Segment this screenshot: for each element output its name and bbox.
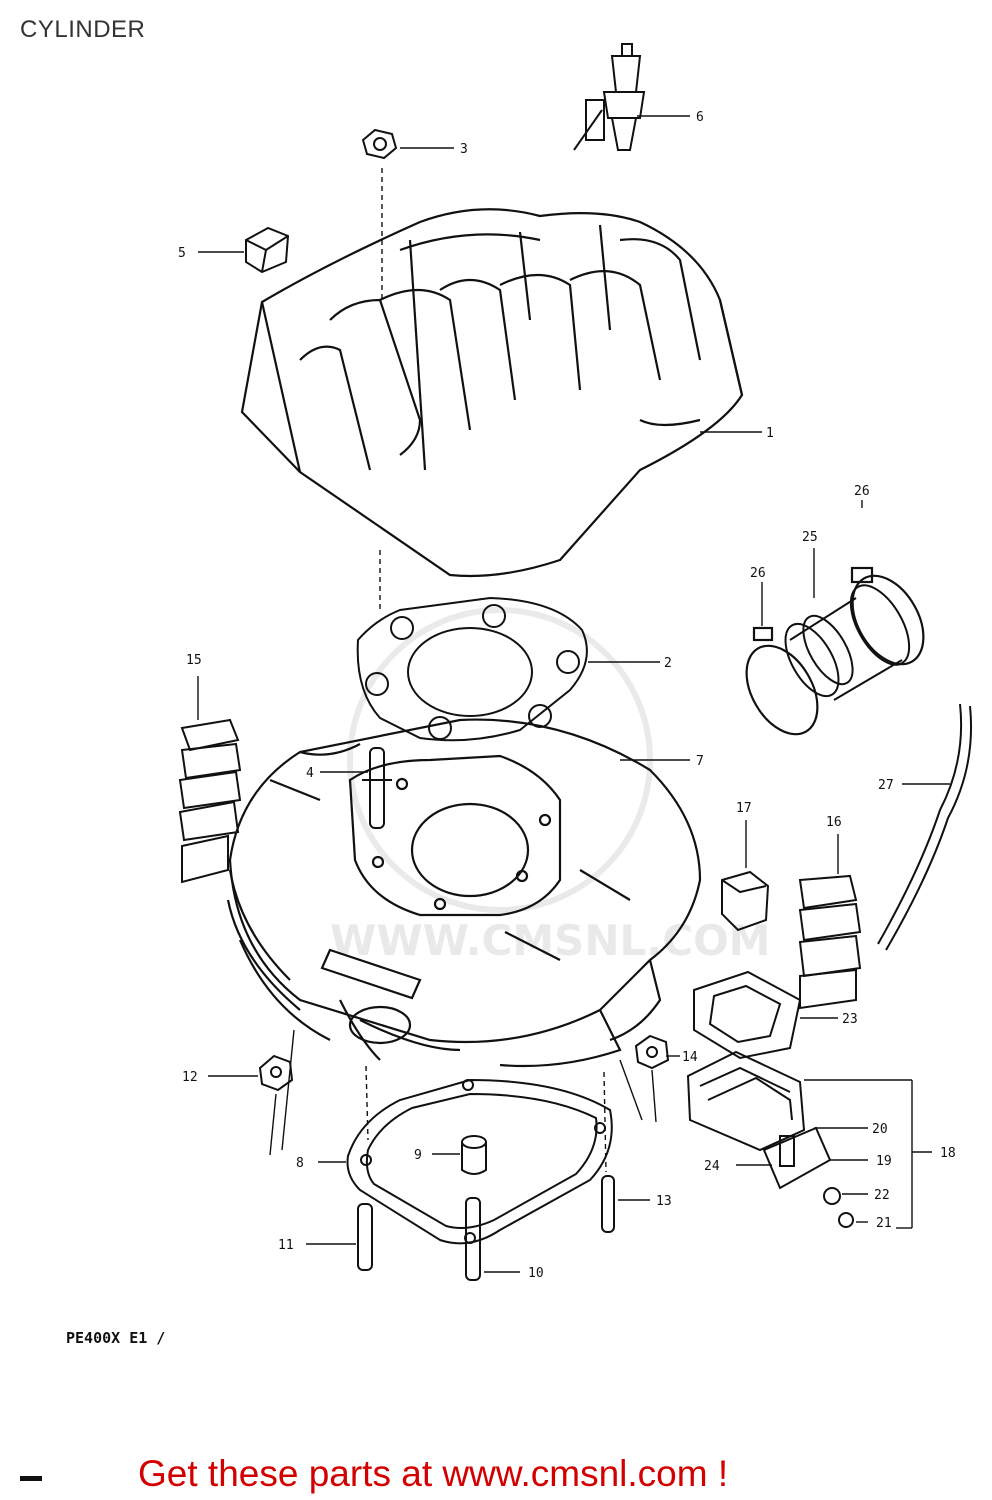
nut-14 <box>634 1034 670 1070</box>
hose-clamp-left <box>745 626 819 736</box>
callout-10: 10 <box>528 1266 544 1281</box>
callout-1: 1 <box>766 426 774 441</box>
callout-24: 24 <box>704 1159 720 1174</box>
callout-25: 25 <box>802 530 818 545</box>
callout-26-top: 26 <box>854 484 870 499</box>
breather-hose <box>877 703 973 951</box>
reed-valve-gasket <box>693 970 802 1060</box>
callout-21: 21 <box>876 1216 892 1231</box>
damper-rubber-16 <box>798 874 862 1010</box>
callout-13: 13 <box>656 1194 672 1209</box>
cylinder-head <box>240 208 744 578</box>
cta-link[interactable]: Get these parts at www.cmsnl.com ! <box>138 1453 729 1494</box>
cylinder-block <box>226 718 702 1068</box>
nut-12 <box>258 1054 294 1092</box>
watermark-text: WWW.CMSNL.COM <box>330 916 771 965</box>
hose-clamp-right <box>850 566 925 666</box>
callout-4: 4 <box>306 766 314 781</box>
callout-8: 8 <box>296 1156 304 1171</box>
callout-23: 23 <box>842 1012 858 1027</box>
callout-3: 3 <box>460 142 468 157</box>
callout-9: 9 <box>414 1148 422 1163</box>
cap-nut <box>245 226 290 274</box>
callout-6: 6 <box>696 110 704 125</box>
callout-26-left: 26 <box>750 566 766 581</box>
intake-pipe <box>784 584 911 701</box>
callout-2: 2 <box>664 656 672 671</box>
page-title: CYLINDER <box>20 16 146 43</box>
spark-plug <box>573 43 646 151</box>
damper-rubber-17 <box>721 870 770 932</box>
watermark: WWW.CMSNL.COM <box>330 607 771 965</box>
callout-17: 17 <box>736 801 752 816</box>
stud-10 <box>465 1197 481 1281</box>
callout-19: 19 <box>876 1154 892 1169</box>
head-gasket <box>356 596 588 742</box>
callout-12: 12 <box>182 1070 198 1085</box>
callout-16: 16 <box>826 815 842 830</box>
washer-nut-small <box>823 1187 854 1228</box>
callout-27: 27 <box>878 778 894 793</box>
callout-11: 11 <box>278 1238 294 1253</box>
callout-labels: 1 2 3 4 5 6 7 8 9 10 11 12 13 14 15 16 1… <box>178 110 956 1281</box>
callout-14: 14 <box>682 1050 698 1065</box>
damper-rubber-15 <box>178 718 242 884</box>
drawing-code: PE400X E1 / <box>66 1329 165 1347</box>
reed-stopper <box>762 1126 832 1190</box>
callout-15: 15 <box>186 653 202 668</box>
leader-lines <box>197 115 950 1273</box>
stud-bolt <box>362 747 392 829</box>
callout-5: 5 <box>178 246 186 261</box>
reed-valve-body <box>686 1050 806 1152</box>
stud-11 <box>357 1203 373 1271</box>
dowel-pin <box>461 1135 487 1175</box>
callout-18: 18 <box>940 1146 956 1161</box>
callout-22: 22 <box>874 1188 890 1203</box>
callout-20: 20 <box>872 1122 888 1137</box>
footer-dash <box>20 1476 42 1481</box>
head-nut <box>361 128 398 160</box>
callout-7: 7 <box>696 754 704 769</box>
stud-13 <box>601 1175 615 1233</box>
